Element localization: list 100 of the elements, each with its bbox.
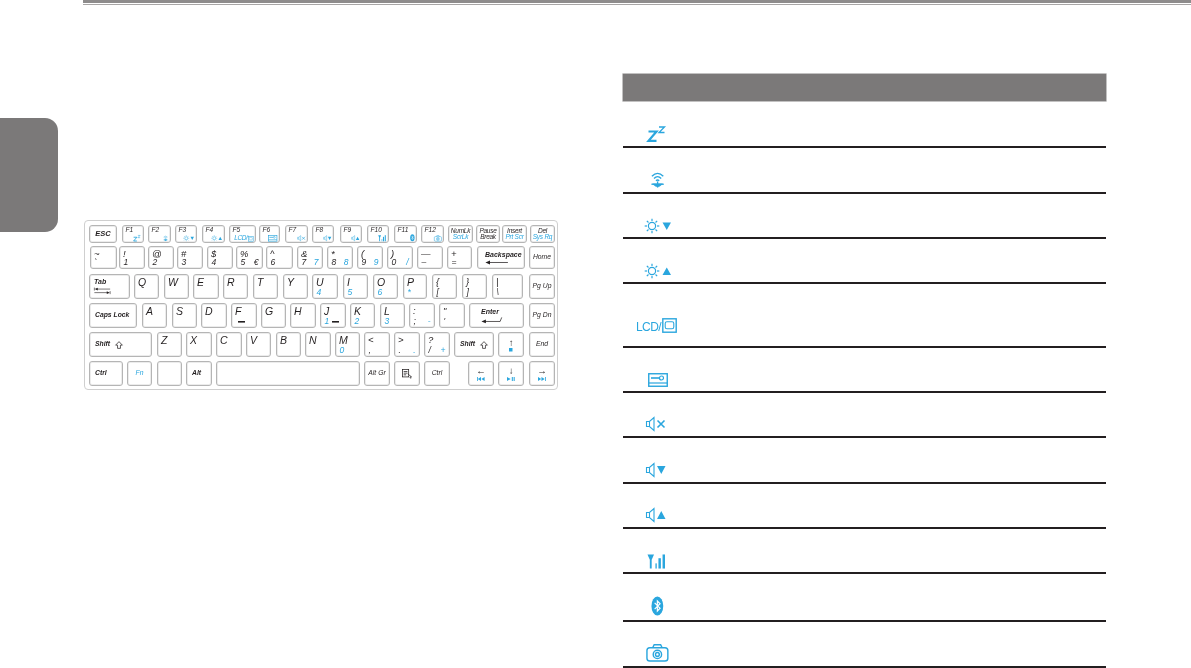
keycap <box>312 225 334 243</box>
keycap <box>403 274 427 299</box>
key-label: * <box>331 249 335 259</box>
key-label: 2 <box>354 316 360 325</box>
lcd-label: LCD/ <box>636 321 661 333</box>
keycap <box>477 246 525 269</box>
key-label: A <box>146 306 153 317</box>
key-label: 4 <box>316 287 322 296</box>
key-label: J <box>324 306 330 317</box>
key-label: 8 <box>343 257 349 266</box>
keycap <box>529 303 555 328</box>
keycap <box>424 361 450 386</box>
keycap <box>193 274 219 299</box>
key-label: 3 <box>384 316 390 325</box>
key-label: 7 <box>313 257 319 266</box>
keycap <box>387 246 413 269</box>
key-label: ^ <box>270 249 275 259</box>
keycap <box>468 361 494 386</box>
keycap <box>259 225 280 243</box>
keycap <box>290 303 316 328</box>
key-label: ; <box>413 316 416 325</box>
keycap <box>364 361 390 386</box>
key-label: ) <box>391 249 395 259</box>
key-label: Q <box>138 277 147 288</box>
keycap <box>276 332 301 357</box>
key-label: K <box>354 306 361 317</box>
keycap <box>202 225 225 243</box>
keycap <box>502 225 527 243</box>
key-label: N <box>309 335 317 346</box>
keycap <box>89 332 152 357</box>
keycap <box>432 274 457 299</box>
keycap <box>476 225 500 243</box>
keycap <box>164 274 189 299</box>
key-label: } <box>466 277 470 287</box>
key-label: 3 <box>181 257 187 266</box>
key-label: * <box>407 287 411 296</box>
key-label: ] <box>466 287 469 296</box>
keycap <box>122 225 144 243</box>
key-label: 5 <box>347 287 353 296</box>
key-label: | <box>496 277 499 287</box>
keycap <box>89 361 123 386</box>
key-label: \ <box>496 287 499 296</box>
key-label: " <box>443 306 447 316</box>
key-label: X <box>190 335 197 346</box>
key-label: ↑ <box>508 337 514 347</box>
key-label: - <box>427 316 431 325</box>
keycap <box>177 246 203 269</box>
keycap <box>236 246 263 269</box>
keycap <box>157 332 182 357</box>
key-label: : <box>413 306 416 316</box>
key-label: M <box>339 335 348 346</box>
keycap <box>529 274 555 299</box>
key-label: 4 <box>211 257 217 266</box>
key-label: O <box>377 277 386 288</box>
key-label: & <box>301 249 308 259</box>
key-label: D <box>205 306 213 317</box>
key-label: + <box>451 249 457 259</box>
key-label: 6 <box>270 257 276 266</box>
keycap <box>201 303 227 328</box>
key-label: T <box>257 277 264 288</box>
key-label: @ <box>152 249 162 259</box>
keycap <box>283 274 308 299</box>
keycap <box>424 332 450 357</box>
keycap <box>186 332 212 357</box>
keycap <box>134 274 159 299</box>
keycap <box>367 225 389 243</box>
key-label: [ <box>436 287 439 296</box>
keycap <box>261 303 286 328</box>
key-label: € <box>253 257 259 266</box>
keycap <box>529 361 555 386</box>
keycap <box>216 361 360 386</box>
key-label: ← <box>476 366 486 376</box>
key-label: – <box>421 257 427 266</box>
keyboard-frame <box>84 220 558 390</box>
keycap <box>530 225 555 243</box>
keycap <box>119 246 145 269</box>
keycap <box>357 246 383 269</box>
key-label: ` <box>94 257 98 266</box>
key-label: S <box>176 306 183 317</box>
keycap <box>394 332 420 357</box>
key-label: 1 <box>324 316 330 325</box>
keycap <box>246 332 271 357</box>
key-label: P <box>407 277 414 288</box>
key-label: 0 <box>339 345 345 354</box>
side-tab <box>0 118 58 232</box>
keycap <box>439 303 465 328</box>
keycap <box>320 303 346 328</box>
key-label: C <box>220 335 228 346</box>
key-label: 9 <box>373 257 379 266</box>
keycap <box>373 274 398 299</box>
keycap <box>350 303 375 328</box>
keycap <box>142 303 167 328</box>
keycap <box>529 332 555 357</box>
keycap <box>266 246 293 269</box>
keycap <box>89 225 117 243</box>
keycap <box>305 332 331 357</box>
key-label: 7 <box>301 257 307 266</box>
key-label: I <box>347 277 350 288</box>
keycap <box>148 225 171 243</box>
keycap <box>343 274 368 299</box>
